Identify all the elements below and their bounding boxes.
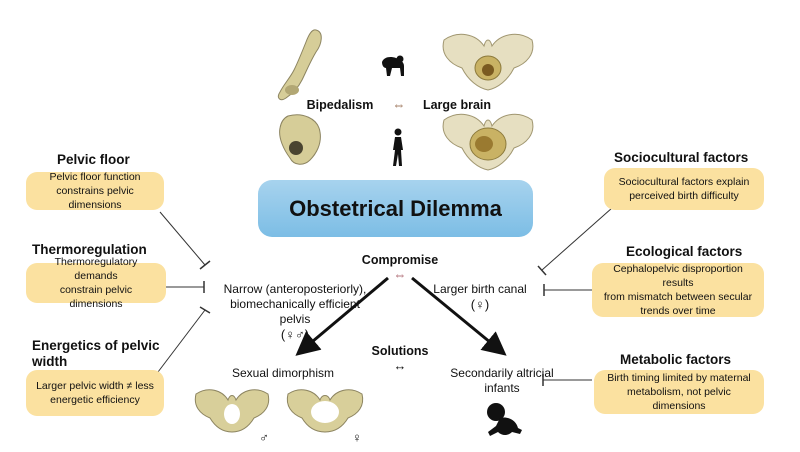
metabolic-connector bbox=[542, 374, 592, 386]
male-pelvis-image bbox=[194, 389, 270, 433]
chimp-pelvis-image bbox=[277, 29, 322, 101]
ecological-box-line2: from mismatch between secular bbox=[603, 291, 753, 303]
bipedalism-brain-tradeoff-icon: ⇔ bbox=[392, 97, 406, 112]
energetics-box-line2: energetic efficiency bbox=[50, 394, 140, 406]
energetics-heading: Energetics of pelvic width bbox=[32, 338, 160, 369]
quadruped-ape-silhouette-icon bbox=[382, 55, 404, 76]
pelvic-floor-connector bbox=[159, 211, 211, 270]
sexual-dimorphism-label: Sexual dimorphism bbox=[231, 366, 335, 380]
bipedalism-label: Bipedalism bbox=[306, 98, 374, 112]
pelvic-floor-box-line2: constrains pelvic dimensions bbox=[56, 185, 134, 211]
energetics-box: Larger pelvic width ≠ less energetic eff… bbox=[26, 370, 164, 416]
thermoregulation-box-line1: Thermoregulatory demands bbox=[54, 256, 138, 282]
birth-canal-text: Larger birth canal (♀) bbox=[425, 282, 535, 312]
thermoregulation-heading: Thermoregulation bbox=[32, 242, 147, 257]
narrow-pelvis-line3: pelvis bbox=[279, 312, 311, 326]
sociocultural-box-line2: perceived birth difficulty bbox=[629, 190, 739, 202]
arrow-to-altricial-infants bbox=[411, 276, 507, 356]
ecological-box-line3: trends over time bbox=[640, 305, 716, 317]
obstetrical-dilemma-title: Obstetrical Dilemma bbox=[258, 180, 533, 237]
thermoregulation-connector bbox=[164, 281, 205, 293]
altricial-line2: infants bbox=[484, 381, 520, 395]
human-pelvis-with-head-image bbox=[442, 113, 534, 171]
compromise-label: Compromise bbox=[361, 253, 439, 267]
compromise-arrow-icon: ⇔ bbox=[393, 267, 407, 282]
solutions-label: Solutions bbox=[371, 344, 429, 358]
narrow-pelvis-line2: biomechanically efficient bbox=[230, 297, 360, 311]
human-hip-side-image bbox=[279, 114, 321, 165]
birth-canal-label: Larger birth canal bbox=[433, 282, 527, 296]
male-symbol: ♂ bbox=[259, 430, 269, 445]
thermoregulation-box: Thermoregulatory demands constrain pelvi… bbox=[26, 256, 166, 310]
narrow-pelvis-sex-symbols: (♀♂) bbox=[280, 327, 310, 342]
sociocultural-box: Sociocultural factors explain perceived … bbox=[604, 168, 764, 210]
metabolic-box-line2: metabolism, not pelvic dimensions bbox=[627, 386, 731, 412]
walking-human-silhouette-icon bbox=[393, 128, 403, 166]
ecological-heading: Ecological factors bbox=[626, 244, 743, 259]
large-brain-label: Large brain bbox=[422, 98, 492, 112]
energetics-connector bbox=[157, 306, 211, 373]
ecological-box-line1: Cephalopelvic disproportion results bbox=[613, 263, 743, 289]
pelvic-floor-box-line1: Pelvic floor function bbox=[49, 171, 141, 183]
human-pelvis-top-image bbox=[442, 33, 534, 91]
solutions-arrow-icon: ↔ bbox=[393, 358, 407, 373]
metabolic-box-line1: Birth timing limited by maternal bbox=[607, 372, 751, 384]
metabolic-heading: Metabolic factors bbox=[620, 352, 732, 367]
arrow-to-sexual-dimorphism bbox=[295, 276, 389, 356]
sociocultural-connector bbox=[537, 207, 613, 276]
narrow-pelvis-line1: Narrow (anteroposteriorly), bbox=[223, 282, 367, 296]
birth-canal-sex-symbol: (♀) bbox=[470, 297, 490, 312]
pelvic-floor-heading: Pelvic floor bbox=[57, 152, 130, 167]
narrow-pelvis-text: Narrow (anteroposteriorly), biomechanica… bbox=[210, 282, 380, 342]
infant-silhouette-icon bbox=[487, 403, 522, 436]
ecological-box: Cephalopelvic disproportion results from… bbox=[592, 263, 764, 317]
ecological-connector bbox=[543, 284, 592, 296]
energetics-box-line1: Larger pelvic width ≠ less bbox=[36, 380, 154, 392]
thermoregulation-box-line2: constrain pelvic dimensions bbox=[59, 284, 133, 310]
pelvic-floor-box: Pelvic floor function constrains pelvic … bbox=[26, 171, 164, 211]
female-symbol: ♀ bbox=[352, 430, 362, 445]
sociocultural-box-line1: Sociocultural factors explain bbox=[618, 176, 750, 188]
altricial-infants-text: Secondarily altricial infants bbox=[432, 366, 572, 396]
female-pelvis-image bbox=[286, 389, 364, 433]
altricial-line1: Secondarily altricial bbox=[450, 366, 554, 380]
metabolic-box: Birth timing limited by maternal metabol… bbox=[594, 370, 764, 414]
sociocultural-heading: Sociocultural factors bbox=[614, 150, 749, 165]
